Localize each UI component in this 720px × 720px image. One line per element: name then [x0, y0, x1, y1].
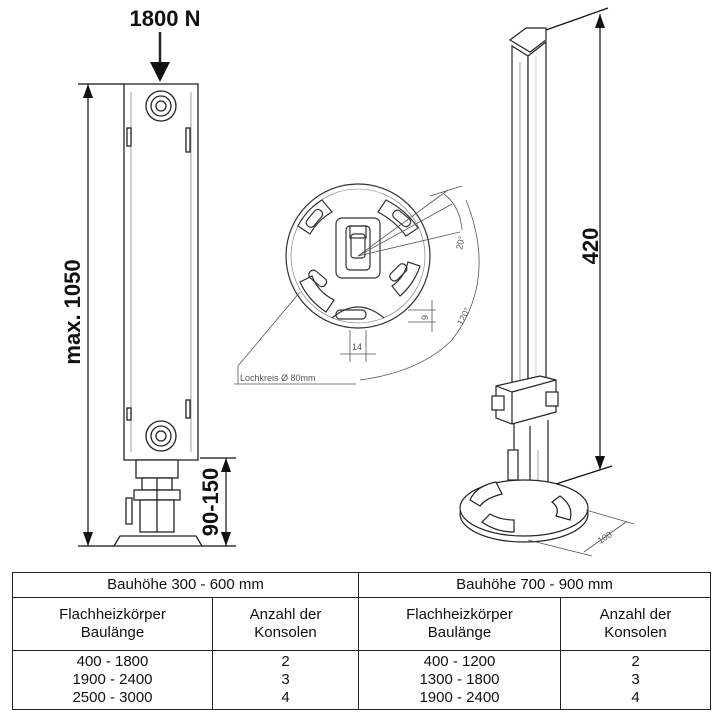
- group-header-row: Bauhöhe 300 - 600 mm Bauhöhe 700 - 900 m…: [12, 572, 711, 598]
- radiator-side-view: 1800 N: [112, 6, 204, 547]
- load-label: 1800 N: [130, 6, 201, 31]
- technical-drawing: 1800 N max. 1050: [60, 6, 635, 557]
- foot-dimension: [200, 457, 236, 547]
- console-table: Bauhöhe 300 - 600 mm Bauhöhe 700 - 900 m…: [12, 572, 711, 710]
- dim-100-label: 100: [596, 529, 614, 545]
- console-label: 420: [578, 228, 603, 265]
- base-plate-detail: [234, 183, 480, 385]
- dim-9-label: 9: [420, 315, 430, 320]
- group-header: Bauhöhe 300 - 600 mm: [12, 572, 359, 598]
- height-dimension: [78, 83, 124, 547]
- lochkreis-label: Lochkreis Ø 80mm: [240, 373, 316, 383]
- angle-small-label: 20°: [454, 235, 467, 251]
- dim-14-label: 14: [352, 342, 362, 352]
- group-header: Bauhöhe 700 - 900 mm: [358, 572, 711, 598]
- console-perspective: [459, 27, 635, 557]
- height-label: max. 1050: [60, 259, 85, 364]
- console-dimension: [545, 7, 613, 485]
- foot-label: 90-150: [198, 468, 223, 537]
